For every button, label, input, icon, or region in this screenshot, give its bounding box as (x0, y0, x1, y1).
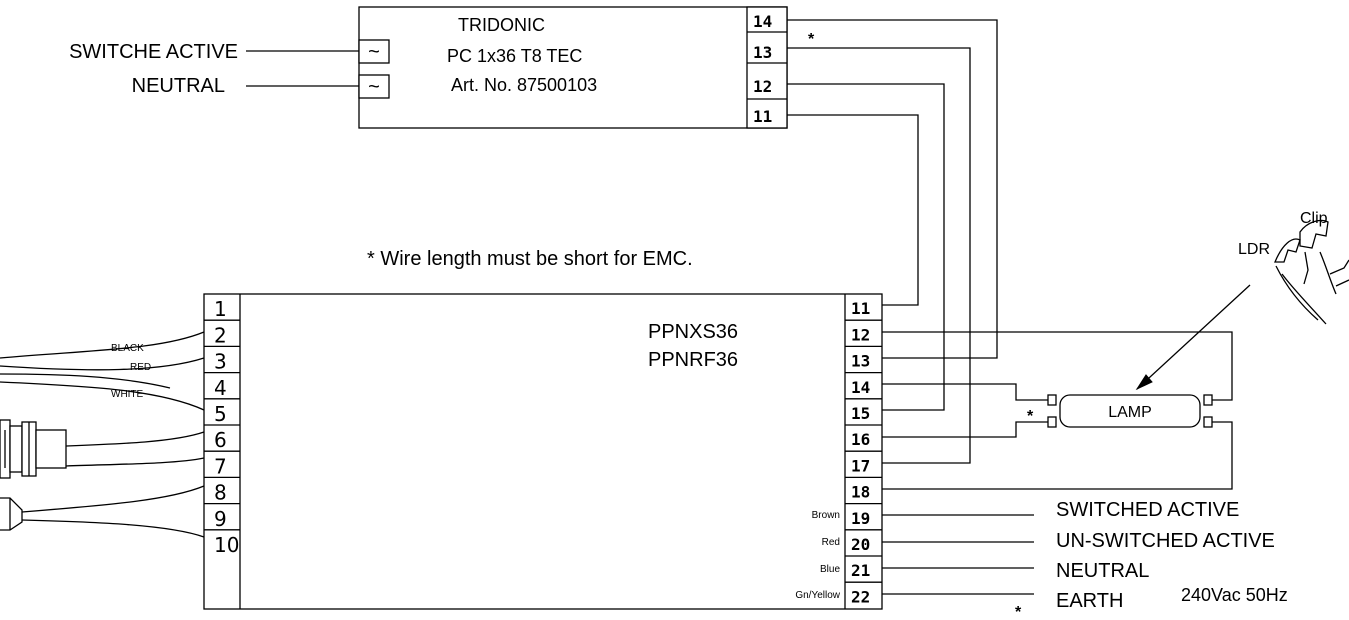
controller-model-2: PPNRF36 (648, 349, 738, 371)
ldr-clip-icon (1274, 219, 1349, 325)
controller-model-1: PPNXS36 (648, 321, 738, 343)
controller-right-terminal-21: 21 (851, 561, 870, 580)
ballast-box (358, 6, 788, 129)
ballast-article: Art. No. 87500103 (451, 75, 597, 95)
controller-left-terminal-9: 9 (214, 507, 227, 531)
ballast-terminal-12: 12 (753, 77, 772, 96)
plug-connector (0, 497, 23, 531)
wire-color-brown: Brown (812, 510, 840, 521)
controller-left-terminal-6: 6 (214, 428, 227, 452)
clip-label: Clip (1300, 210, 1328, 227)
supply-rating: 240Vac 50Hz (1181, 585, 1288, 605)
controller-left-terminal-5: 5 (214, 402, 227, 426)
ldr-arrow (1135, 284, 1251, 391)
controller-box (203, 293, 883, 610)
supply-earth: EARTH (1056, 590, 1123, 612)
emc-note: * Wire length must be short for EMC. (367, 248, 693, 270)
supply-unswitched-active: UN-SWITCHED ACTIVE (1056, 530, 1275, 552)
controller-right-terminal-18: 18 (851, 483, 870, 502)
left-cables (0, 331, 205, 538)
ballast-controller-wires (787, 19, 1233, 490)
controller-right-terminal-20: 20 (851, 535, 870, 554)
wire-color-red-supply: Red (822, 537, 840, 548)
controller-right-terminal-13: 13 (851, 352, 870, 371)
ballast-terminal-14: 14 (753, 12, 772, 31)
ballast-terminal-11: 11 (753, 107, 772, 126)
input-neutral-label: NEUTRAL (132, 75, 225, 97)
lamp-label: LAMP (1108, 404, 1152, 421)
controller-left-terminal-1: 1 (214, 297, 227, 321)
bnc-connector (0, 419, 67, 479)
controller-right-terminal-12: 12 (851, 325, 870, 344)
supply-neutral: NEUTRAL (1056, 560, 1149, 582)
ballast-terminal-13: 13 (753, 43, 772, 62)
wire-color-blue: Blue (820, 564, 840, 575)
controller-right-terminal-15: 15 (851, 404, 870, 423)
controller-left-terminal-3: 3 (214, 350, 227, 374)
lamp-emc-marker: * (1027, 408, 1034, 425)
ldr-label: LDR (1238, 241, 1270, 258)
controller-right-terminal-17: 17 (851, 456, 870, 475)
ballast-brand: TRIDONIC (458, 15, 545, 35)
controller-left-terminal-7: 7 (214, 454, 227, 478)
ballast-input-symbol-2: ~ (368, 76, 380, 98)
controller-right-terminal-14: 14 (851, 378, 870, 397)
controller-left-terminal-4: 4 (214, 376, 227, 400)
controller-right-terminals: 11 12 13 14 15 16 17 18 19 20 21 22 (845, 299, 882, 606)
wire-color-black: BLACK (111, 343, 144, 354)
wire-color-red: RED (130, 362, 151, 373)
ballast-model: PC 1x36 T8 TEC (447, 46, 582, 66)
lamp (1047, 394, 1213, 428)
controller-right-terminal-19: 19 (851, 509, 870, 528)
ballast-input-symbol-1: ~ (368, 41, 380, 63)
supply-switched-active: SWITCHED ACTIVE (1056, 499, 1239, 521)
input-lines (246, 50, 360, 87)
controller-right-terminal-11: 11 (851, 299, 870, 318)
controller-right-terminal-16: 16 (851, 430, 870, 449)
controller-left-terminal-10: 10 (214, 533, 239, 557)
supply-lines (882, 514, 1034, 595)
input-switched-active-label: SWITCHE ACTIVE (69, 41, 238, 63)
controller-left-terminal-2: 2 (214, 323, 227, 347)
controller-left-terminal-8: 8 (214, 481, 227, 505)
controller-right-terminal-22: 22 (851, 587, 870, 606)
ballast-emc-marker: * (808, 31, 815, 48)
earth-emc-marker: * (1015, 604, 1022, 620)
wire-color-green-yellow: Gn/Yellow (795, 590, 840, 601)
wire-color-white: WHITE (111, 389, 144, 400)
